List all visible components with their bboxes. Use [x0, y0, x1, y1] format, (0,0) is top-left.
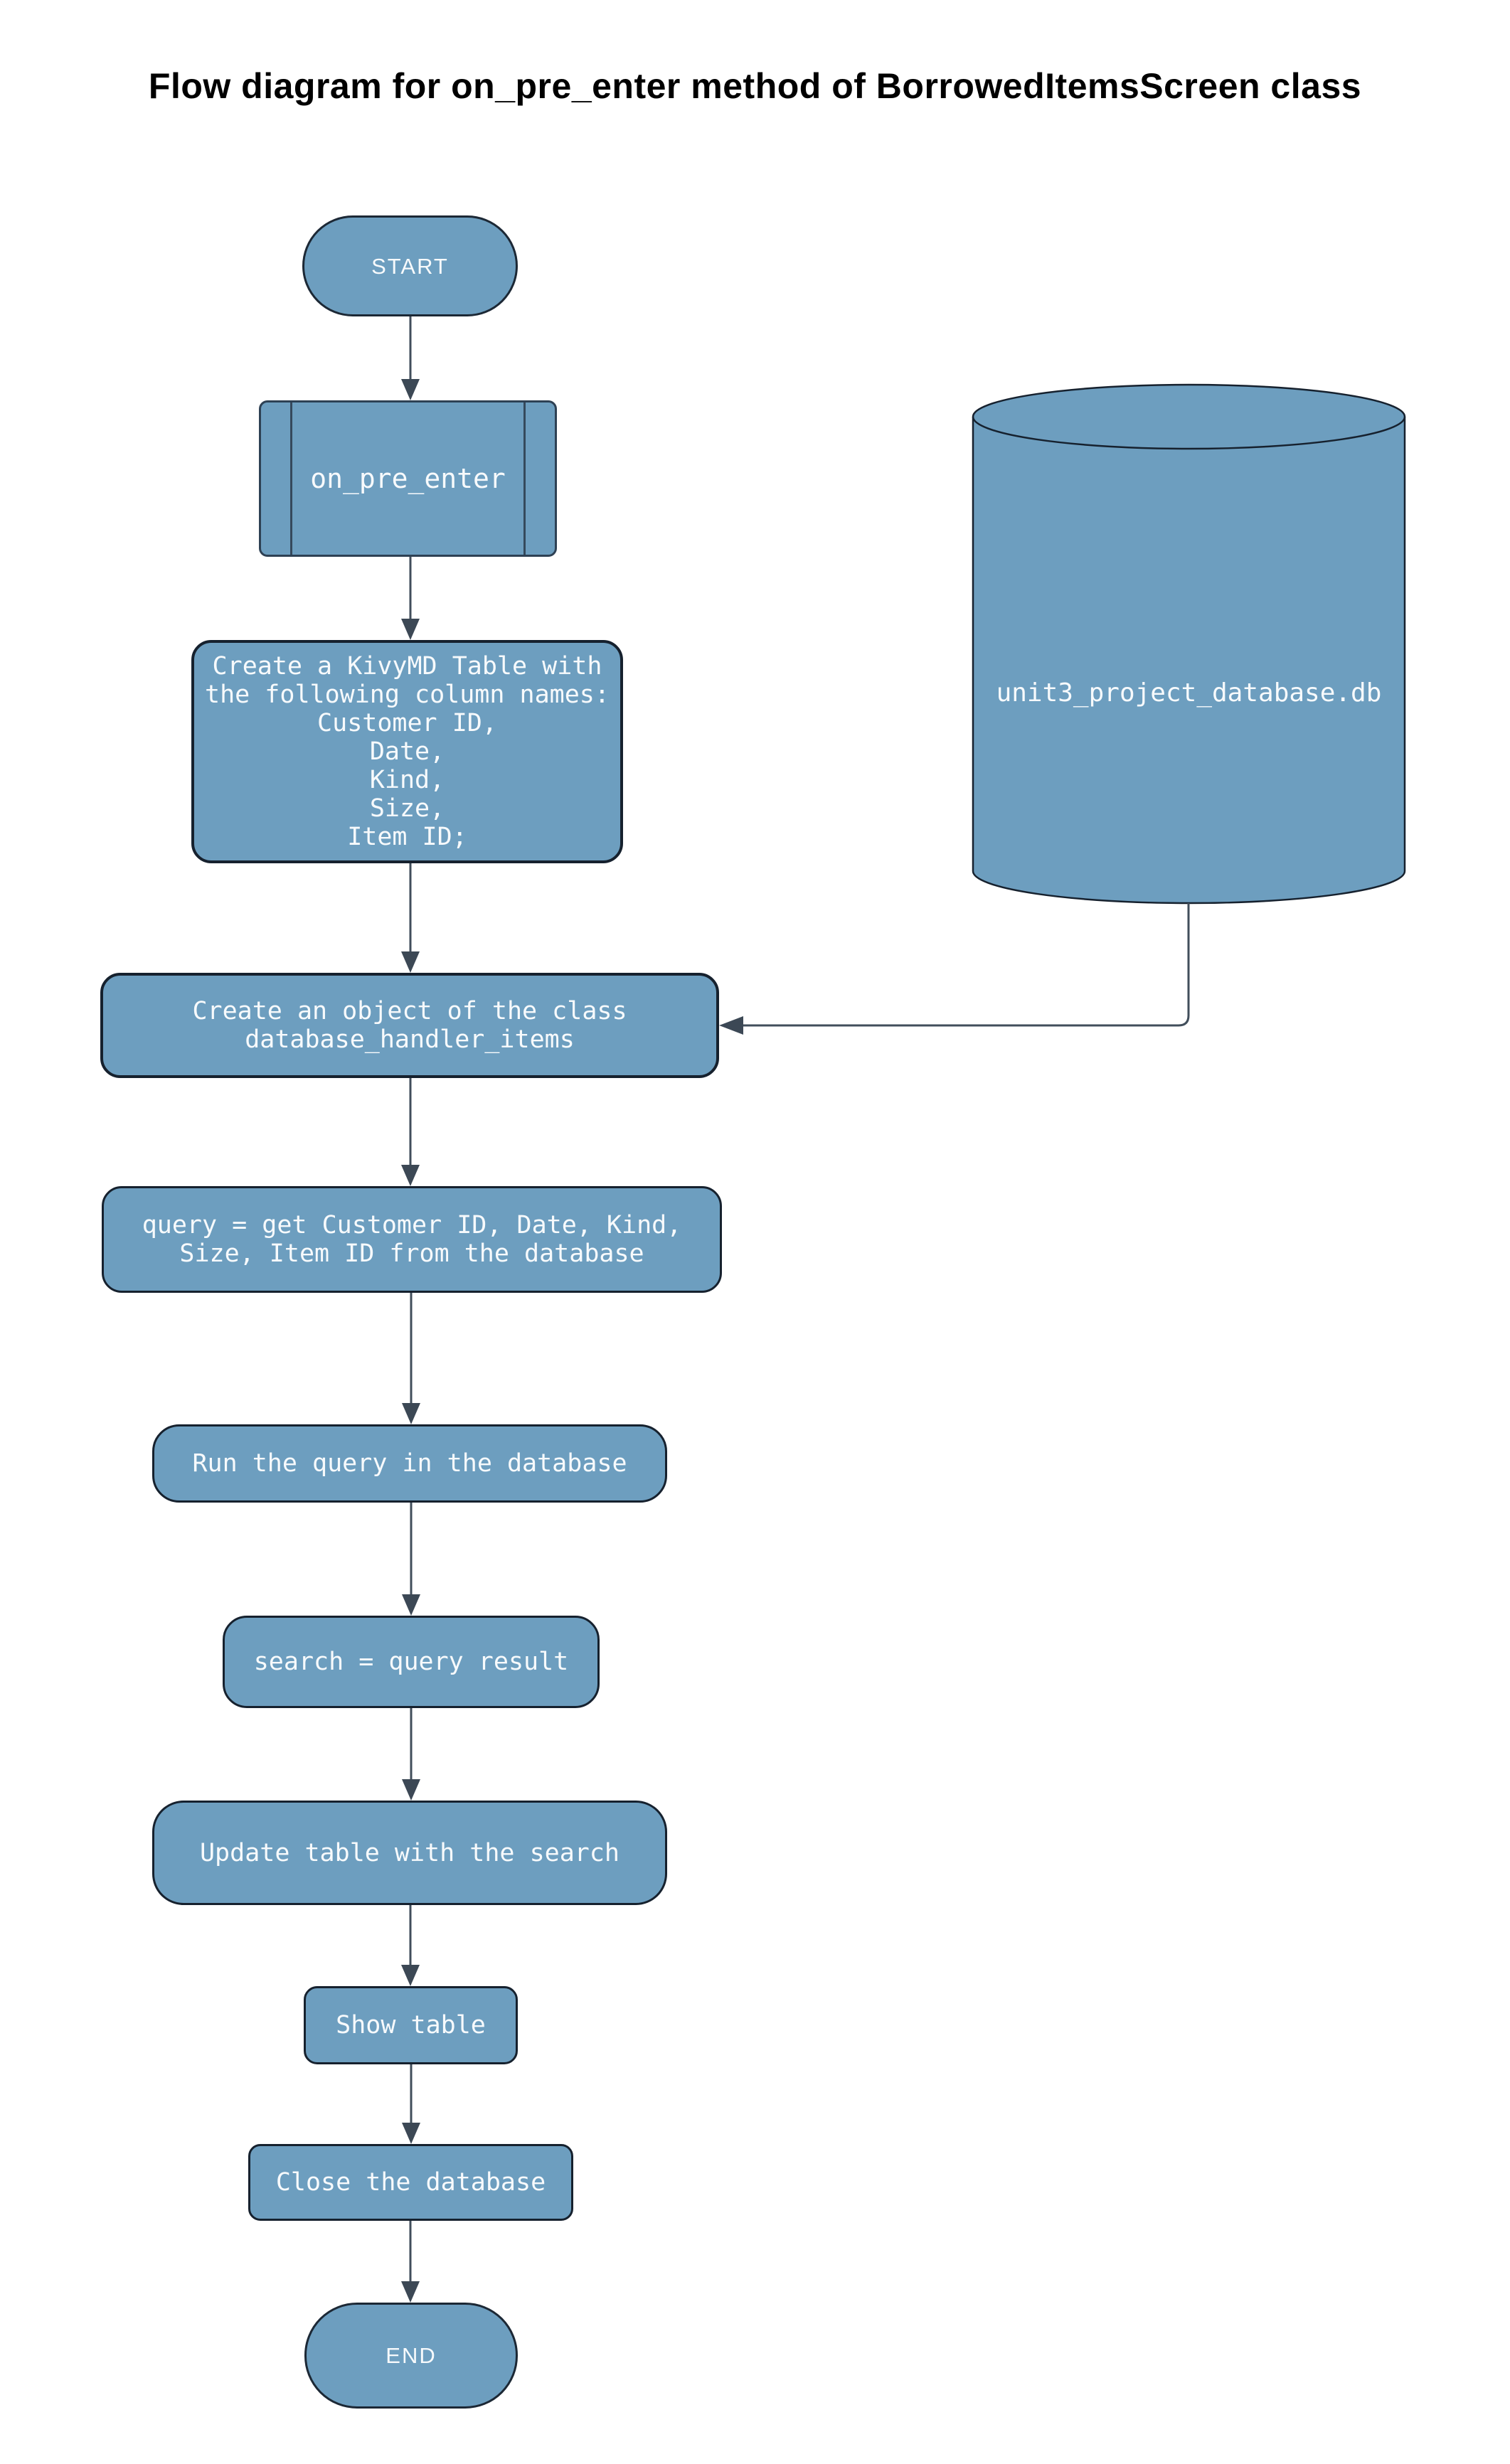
node-on-pre-enter-label: on_pre_enter	[310, 463, 506, 494]
node-start: START	[302, 215, 518, 316]
node-database-cylinder: unit3_project_database.db	[973, 672, 1405, 715]
node-database-label: unit3_project_database.db	[996, 678, 1382, 708]
node-run-query: Run the query in the database	[152, 1424, 667, 1503]
node-create-table-label: Create a KivyMD Table with the following…	[205, 652, 610, 851]
node-update-table-label: Update table with the search	[199, 1838, 620, 1867]
node-query: query = get Customer ID, Date, Kind, Siz…	[102, 1186, 722, 1293]
node-create-object-label: Create an object of the class database_h…	[192, 997, 627, 1054]
node-create-object: Create an object of the class database_h…	[100, 973, 719, 1078]
node-end-label: END	[386, 2343, 437, 2368]
node-show-table-label: Show table	[336, 2011, 486, 2039]
node-update-table: Update table with the search	[152, 1801, 667, 1905]
node-end: END	[304, 2303, 518, 2409]
edge-lines	[409, 316, 1190, 2284]
node-create-table: Create a KivyMD Table with the following…	[191, 640, 623, 863]
node-query-label: query = get Customer ID, Date, Kind, Siz…	[142, 1211, 682, 1268]
node-start-label: START	[371, 253, 449, 279]
edge-database-to-create-object	[743, 903, 1190, 1027]
node-search-result-label: search = query result	[253, 1648, 569, 1676]
database-cylinder-shape	[972, 383, 1406, 905]
node-close-database: Close the database	[248, 2144, 573, 2221]
subroutine-right-bar	[523, 402, 526, 555]
subroutine-left-bar	[290, 402, 292, 555]
node-run-query-label: Run the query in the database	[192, 1449, 627, 1478]
edge-arrowheads	[401, 379, 743, 2303]
node-on-pre-enter: on_pre_enter	[259, 400, 557, 557]
diagram-title: Flow diagram for on_pre_enter method of …	[148, 66, 1362, 106]
node-close-database-label: Close the database	[275, 2168, 546, 2197]
node-search-result: search = query result	[223, 1616, 600, 1708]
node-show-table: Show table	[304, 1986, 518, 2064]
